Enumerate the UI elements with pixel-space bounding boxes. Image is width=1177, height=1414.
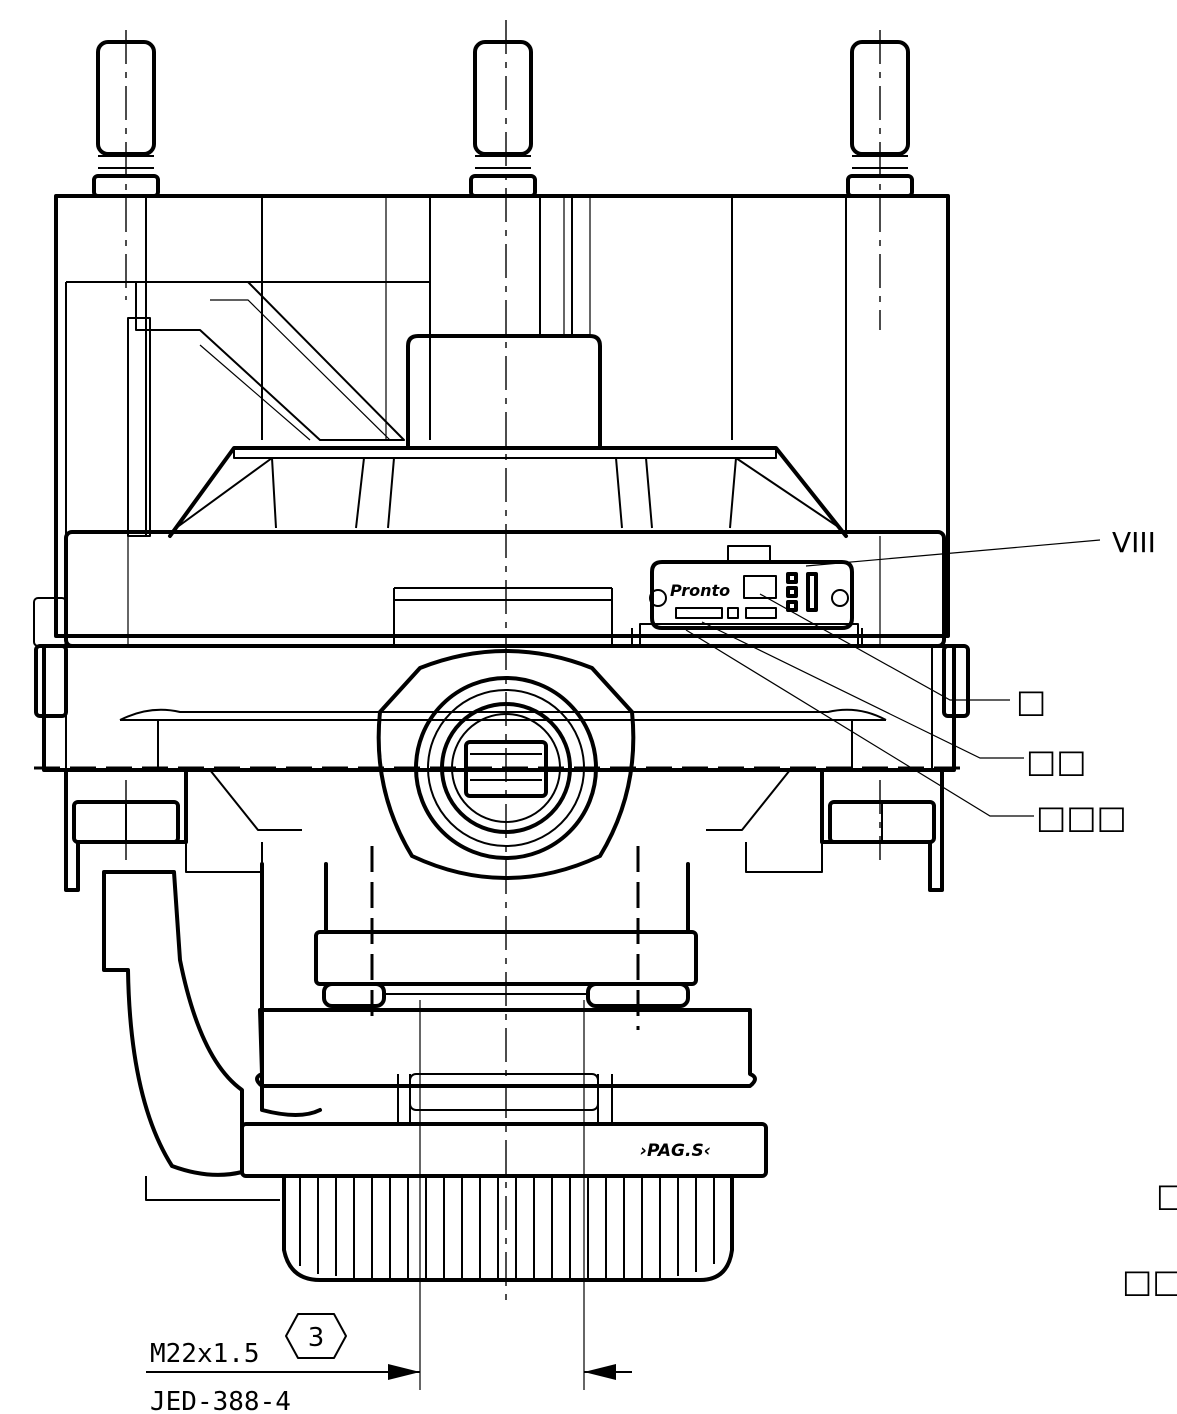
silencer: [282, 1174, 734, 1282]
thread-spec: M22x1.5: [150, 1339, 260, 1369]
upper-valve-cylinder: [406, 334, 602, 450]
dimension-thread: M22x1.5 3 JED-388-4: [146, 1000, 632, 1414]
standard-spec: JED-388-4: [150, 1387, 291, 1414]
mounting-studs: [92, 40, 914, 198]
edge-callout-2: □□: [1122, 1262, 1177, 1300]
upper-housing: [54, 194, 950, 638]
callout-3: □□□: [1036, 798, 1127, 836]
body-shoulder: [168, 446, 848, 538]
edge-callout-1: □: [1156, 1176, 1177, 1214]
side-bracket: [102, 870, 280, 1201]
label-plate: Pronto: [631, 545, 863, 647]
stud-center: [469, 40, 537, 198]
callout-1: □: [1016, 682, 1046, 720]
label-plate-brand: Pronto: [670, 581, 730, 600]
cap-marking: ›PAG.S‹: [640, 1141, 711, 1161]
port-number: 3: [308, 1323, 325, 1353]
callout-viii: VIII: [1112, 526, 1156, 559]
flange: [34, 644, 970, 772]
callouts: VIII □ □□ □□□ □ □□: [685, 526, 1177, 1300]
lower-valve-stack: ›PAG.S‹: [240, 862, 768, 1178]
callout-2: □□: [1026, 742, 1086, 780]
center-lines: [34, 20, 962, 1300]
